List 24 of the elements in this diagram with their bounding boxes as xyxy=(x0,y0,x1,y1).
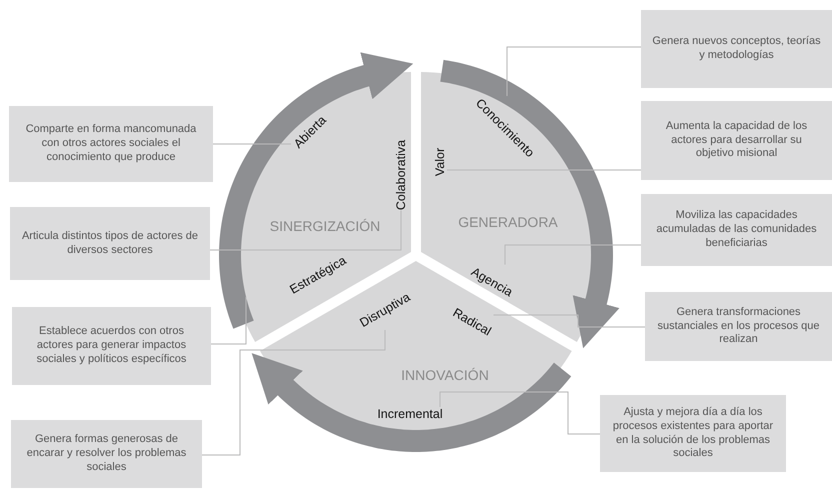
description-box: Genera nuevos conceptos, teorías y metodologías xyxy=(641,10,832,88)
sector-title: INNOVACIÓN xyxy=(401,367,489,383)
term-label: Valor xyxy=(432,148,447,176)
curved-arrow xyxy=(252,353,572,452)
leader-line xyxy=(506,46,642,97)
curved-arrow xyxy=(219,52,414,330)
leader-line xyxy=(493,314,646,328)
description-box: Establece acuerdos con otros actores para generar impactos sociales y políticos específicos xyxy=(12,307,211,385)
term-label: Incremental xyxy=(377,407,443,421)
description-box: Comparte en forma mancomunada con otros actores sociales el conocimiento que produce xyxy=(9,106,213,182)
description-box: Aumenta la capacidad de los actores para desarrollar su objetivo misional xyxy=(641,101,832,180)
leader-line xyxy=(504,244,642,266)
description-box: Genera formas generosas de encarar y resolver los problemas sociales xyxy=(11,420,202,488)
leader-line xyxy=(202,329,386,456)
leader-line xyxy=(210,296,246,344)
description-box: Moviliza las capacidades acumuladas de las comunidades beneficiarias xyxy=(641,194,832,266)
description-box: Ajusta y mejora día a día los procesos existentes para aportar en la solución de los problemas sociales xyxy=(600,395,786,472)
sector-title: SINERGIZACIÓN xyxy=(270,218,380,234)
leader-line xyxy=(210,210,402,250)
term-label: Colaborativa xyxy=(394,140,408,210)
description-box: Articula distintos tipos de actores de diversos sectores xyxy=(10,207,210,280)
description-box: Genera transformaciones sustanciales en los procesos que realizan xyxy=(645,292,832,361)
leader-line xyxy=(440,392,600,434)
sector-title: GENERADORA xyxy=(458,214,558,230)
